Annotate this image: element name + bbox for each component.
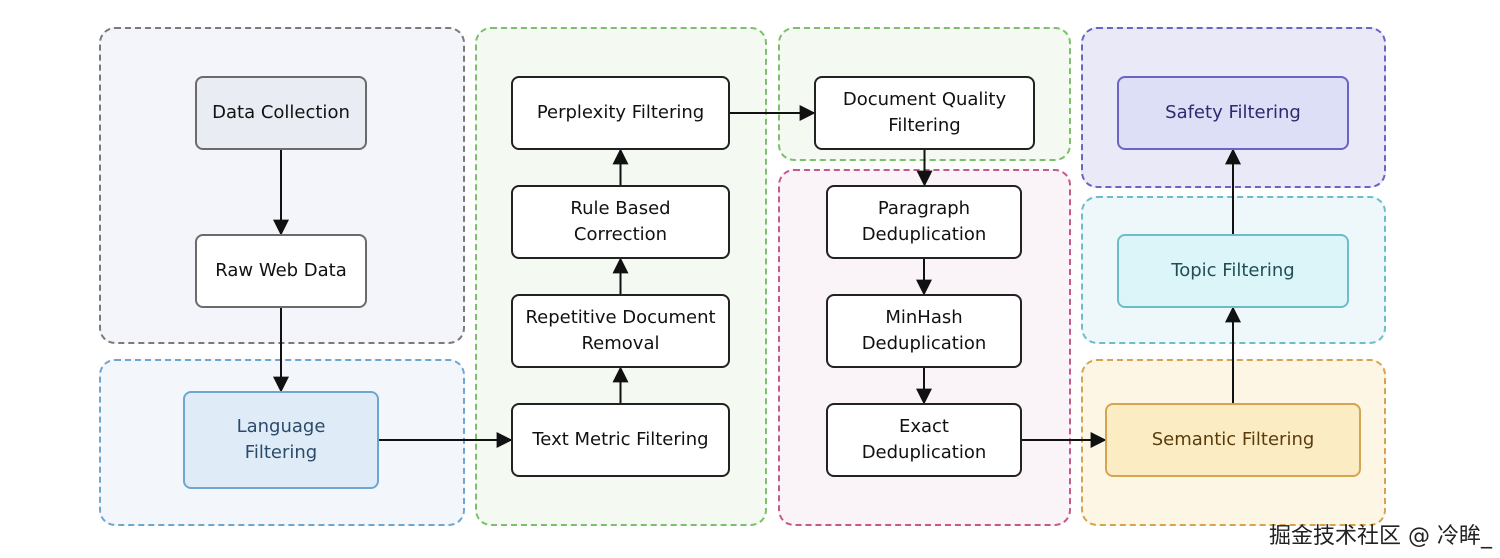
node-safety-filtering: Safety Filtering [1117, 76, 1349, 150]
node-perplexity-filtering: Perplexity Filtering [511, 76, 730, 150]
node-text-metric-filtering: Text Metric Filtering [511, 403, 730, 477]
node-raw-web-data: Raw Web Data [195, 234, 367, 308]
node-topic-filtering: Topic Filtering [1117, 234, 1349, 308]
node-semantic-filtering: Semantic Filtering [1105, 403, 1361, 477]
watermark: 掘金技术社区 @ 冷眸_ [1269, 524, 1492, 549]
node-data-collection: Data Collection [195, 76, 367, 150]
